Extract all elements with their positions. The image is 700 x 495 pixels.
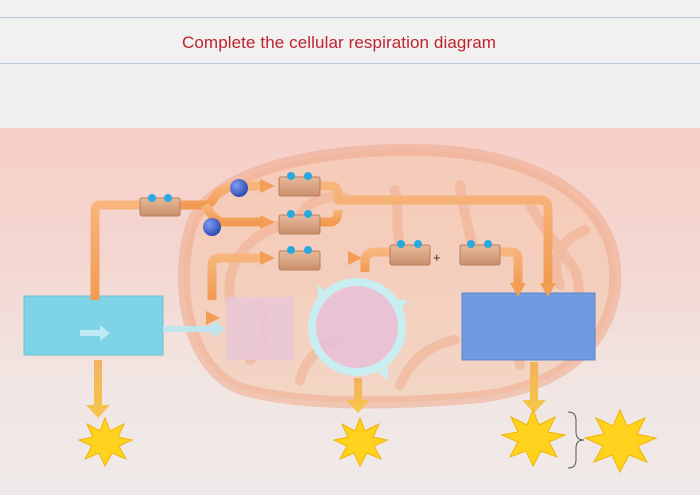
glycolysis-inner-arrow xyxy=(80,325,110,341)
page-title: Complete the cellular respiration diagra… xyxy=(182,33,497,52)
electron-transport-box[interactable] xyxy=(461,292,596,361)
blue-sphere[interactable] xyxy=(203,218,221,236)
glycolysis-to-pyruvate-arrow xyxy=(163,320,226,338)
electron-carrier[interactable] xyxy=(139,194,181,217)
blue-sphere[interactable] xyxy=(230,179,248,197)
grouping-brace xyxy=(567,411,585,469)
krebs-cycle-arrowhead xyxy=(395,300,408,312)
top-rule-line xyxy=(0,17,700,18)
atp-output-arrows xyxy=(86,360,546,418)
krebs-cycle-fill xyxy=(315,285,399,369)
krebs-cycle-arrowhead xyxy=(378,366,388,380)
title-rule-line xyxy=(0,63,700,64)
electron-carrier[interactable] xyxy=(278,210,321,235)
krebs-cycle-ring xyxy=(308,278,406,376)
atp-burst[interactable] xyxy=(77,416,134,468)
krebs-cycle-arrowhead xyxy=(318,285,330,300)
glycolysis-box[interactable] xyxy=(23,295,164,356)
pathway-arrowheads xyxy=(206,179,556,325)
plus-sign: + xyxy=(433,250,441,265)
atp-burst[interactable] xyxy=(500,408,567,468)
electron-carrier[interactable] xyxy=(278,172,321,197)
electron-carrier[interactable] xyxy=(459,240,501,266)
cellular-respiration-diagram: + xyxy=(23,143,658,474)
atp-burst[interactable] xyxy=(332,416,389,468)
atp-burst[interactable] xyxy=(583,408,658,474)
electron-carrier[interactable] xyxy=(278,246,321,271)
electron-pathways xyxy=(90,181,553,300)
electron-carrier[interactable] xyxy=(389,240,431,266)
pyruvate-oxidation-box[interactable] xyxy=(226,297,294,360)
